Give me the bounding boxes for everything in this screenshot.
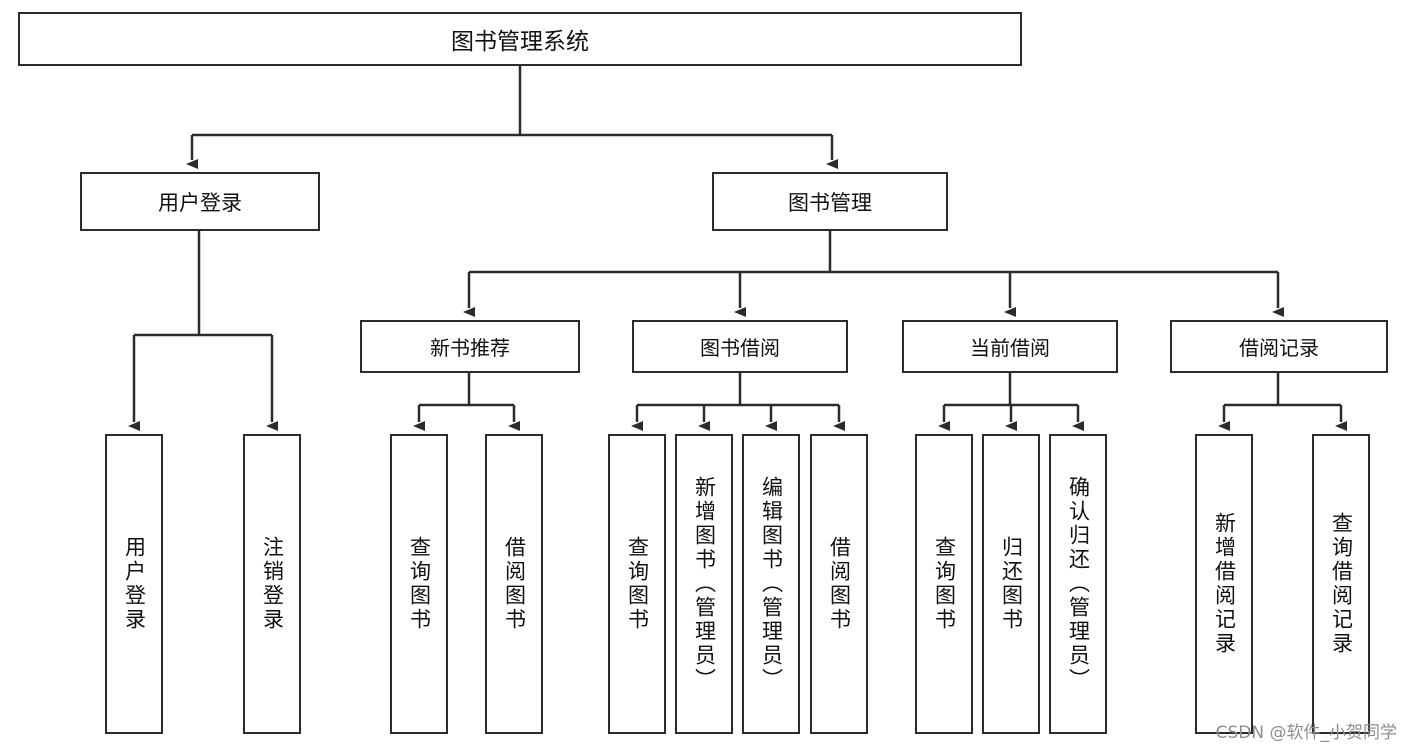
leaf-current-borrow-0[interactable]: 查询图书 xyxy=(915,434,973,734)
leaf-book-borrow-3[interactable]: 借阅图书 xyxy=(810,434,868,734)
node-book-borrow-label: 图书借阅 xyxy=(700,336,780,360)
node-root-label: 图书管理系统 xyxy=(451,29,589,55)
leaf-user-login-1[interactable]: 注销登录 xyxy=(243,434,301,734)
leaf-borrow-records-0-label: 新增借阅记录 xyxy=(1212,512,1237,656)
leaf-new-book-1-label: 借阅图书 xyxy=(502,536,527,632)
node-book-management[interactable]: 图书管理 xyxy=(712,172,948,231)
leaf-new-book-1[interactable]: 借阅图书 xyxy=(485,434,543,734)
leaf-current-borrow-2-label: 确认归还（管理员） xyxy=(1066,476,1091,692)
node-root[interactable]: 图书管理系统 xyxy=(18,12,1022,66)
node-user-login[interactable]: 用户登录 xyxy=(80,172,320,231)
leaf-user-login-1-label: 注销登录 xyxy=(260,536,285,632)
node-book-borrow[interactable]: 图书借阅 xyxy=(632,320,848,373)
node-borrow-records-label: 借阅记录 xyxy=(1239,336,1319,360)
watermark: CSDN @软件_小贺同学 xyxy=(1215,723,1397,743)
leaf-current-borrow-1-label: 归还图书 xyxy=(999,536,1024,632)
leaf-new-book-0[interactable]: 查询图书 xyxy=(390,434,448,734)
leaf-new-book-0-label: 查询图书 xyxy=(407,536,432,632)
leaf-user-login-0[interactable]: 用户登录 xyxy=(105,434,163,734)
leaf-borrow-records-1[interactable]: 查询借阅记录 xyxy=(1312,434,1370,734)
leaf-user-login-0-label: 用户登录 xyxy=(122,536,147,632)
leaf-current-borrow-2[interactable]: 确认归还（管理员） xyxy=(1049,434,1107,734)
node-new-book-recommend-label: 新书推荐 xyxy=(430,336,510,360)
node-user-login-label: 用户登录 xyxy=(158,190,242,215)
leaf-borrow-records-1-label: 查询借阅记录 xyxy=(1329,512,1354,656)
node-current-borrow-label: 当前借阅 xyxy=(970,336,1050,360)
leaf-current-borrow-0-label: 查询图书 xyxy=(932,536,957,632)
node-book-management-label: 图书管理 xyxy=(788,190,872,215)
node-borrow-records[interactable]: 借阅记录 xyxy=(1170,320,1388,373)
leaf-borrow-records-0[interactable]: 新增借阅记录 xyxy=(1195,434,1253,734)
node-new-book-recommend[interactable]: 新书推荐 xyxy=(360,320,580,373)
node-current-borrow[interactable]: 当前借阅 xyxy=(902,320,1118,373)
leaf-book-borrow-0-label: 查询图书 xyxy=(625,536,650,632)
leaf-book-borrow-3-label: 借阅图书 xyxy=(827,536,852,632)
leaf-book-borrow-2[interactable]: 编辑图书（管理员） xyxy=(742,434,800,734)
leaf-current-borrow-1[interactable]: 归还图书 xyxy=(982,434,1040,734)
leaf-book-borrow-2-label: 编辑图书（管理员） xyxy=(759,476,784,692)
leaf-book-borrow-0[interactable]: 查询图书 xyxy=(608,434,666,734)
leaf-book-borrow-1-label: 新增图书（管理员） xyxy=(692,476,717,692)
leaf-book-borrow-1[interactable]: 新增图书（管理员） xyxy=(675,434,733,734)
